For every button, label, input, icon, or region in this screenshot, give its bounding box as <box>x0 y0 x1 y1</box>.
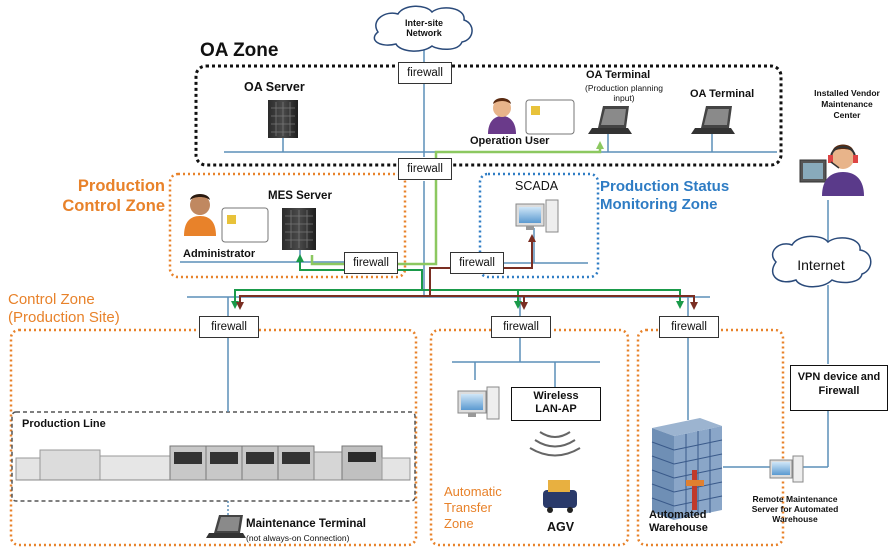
oa-server-icon <box>268 100 298 138</box>
transfer-pc-icon <box>457 386 500 420</box>
production-status-zone-border <box>478 172 600 279</box>
administrator-icon <box>184 194 216 236</box>
oa-terminal-planning-label: OA Terminal <box>586 69 651 81</box>
remote-server-pc-icon <box>769 455 804 483</box>
warehouse-zone-border <box>636 328 785 547</box>
oa-terminal-label: OA Terminal <box>690 88 755 100</box>
agv-label: AGV <box>547 520 575 534</box>
operation-user-id-card <box>525 99 575 135</box>
firewall-oa-bottom: firewall <box>398 158 452 180</box>
internet-label: Internet <box>797 257 845 273</box>
firewall-warehouse: firewall <box>659 316 719 338</box>
vpn-device-box: VPN device and Firewall <box>790 365 888 411</box>
firewall-transfer: firewall <box>491 316 551 338</box>
agv-icon <box>543 480 577 513</box>
operation-user-label: Operation User <box>470 135 550 147</box>
control-zone-title: Control Zone (Production Site) <box>8 291 120 326</box>
maintenance-terminal-laptop-icon <box>206 515 246 538</box>
brown-arrow-paths <box>236 234 698 310</box>
firewall-control: firewall <box>199 316 259 338</box>
scada-pc-icon <box>515 199 559 233</box>
automated-warehouse-icon <box>651 418 723 520</box>
mes-server-icon <box>282 208 316 250</box>
wireless-ap-box: Wireless LAN-AP <box>511 387 601 421</box>
oa-terminal-planning-laptop-icon <box>588 106 632 134</box>
production-control-zone-title: Production Control Zone <box>62 177 165 215</box>
vendor-operator-icon <box>799 144 864 196</box>
operation-user-icon <box>488 98 516 134</box>
control-zone-border <box>9 328 418 547</box>
production-status-zone-title: Production Status Monitoring Zone <box>600 178 730 213</box>
oa-zone-border <box>194 64 783 167</box>
firewall-scada: firewall <box>450 252 504 274</box>
automated-warehouse-label: Automated Warehouse <box>649 509 708 534</box>
automatic-transfer-zone-title: Automatic Transfer Zone <box>444 484 502 531</box>
oa-zone-title: OA Zone <box>200 40 279 61</box>
wireless-signal-icon <box>529 431 581 457</box>
production-line-border <box>11 411 416 502</box>
remote-server-label: Remote Maintenance Server for Automated … <box>751 494 839 524</box>
inter-site-cloud <box>373 5 473 52</box>
scada-label: SCADA <box>515 179 559 193</box>
oa-terminal-laptop-icon <box>691 106 735 134</box>
production-line-label: Production Line <box>22 418 106 430</box>
oa-server-label: OA Server <box>244 80 305 94</box>
maintenance-terminal-label: Maintenance Terminal <box>246 518 366 530</box>
administrator-label: Administrator <box>183 248 256 260</box>
firewall-mes: firewall <box>344 252 398 274</box>
maintenance-terminal-sublabel: (not always-on Connection) <box>246 533 350 543</box>
production-control-zone-border <box>168 172 407 279</box>
inter-site-network-label: Inter-site Network <box>404 18 443 38</box>
vendor-center-label: Installed Vendor Maintenance Center <box>814 88 880 120</box>
mes-server-label: MES Server <box>268 190 332 202</box>
planning-arrow <box>310 141 604 266</box>
production-line-machines <box>15 445 411 481</box>
oa-terminal-planning-sublabel: (Production planning input) <box>585 83 663 103</box>
firewall-oa-top: firewall <box>398 62 452 84</box>
administrator-id-card <box>221 207 269 243</box>
internet-cloud <box>771 235 872 288</box>
